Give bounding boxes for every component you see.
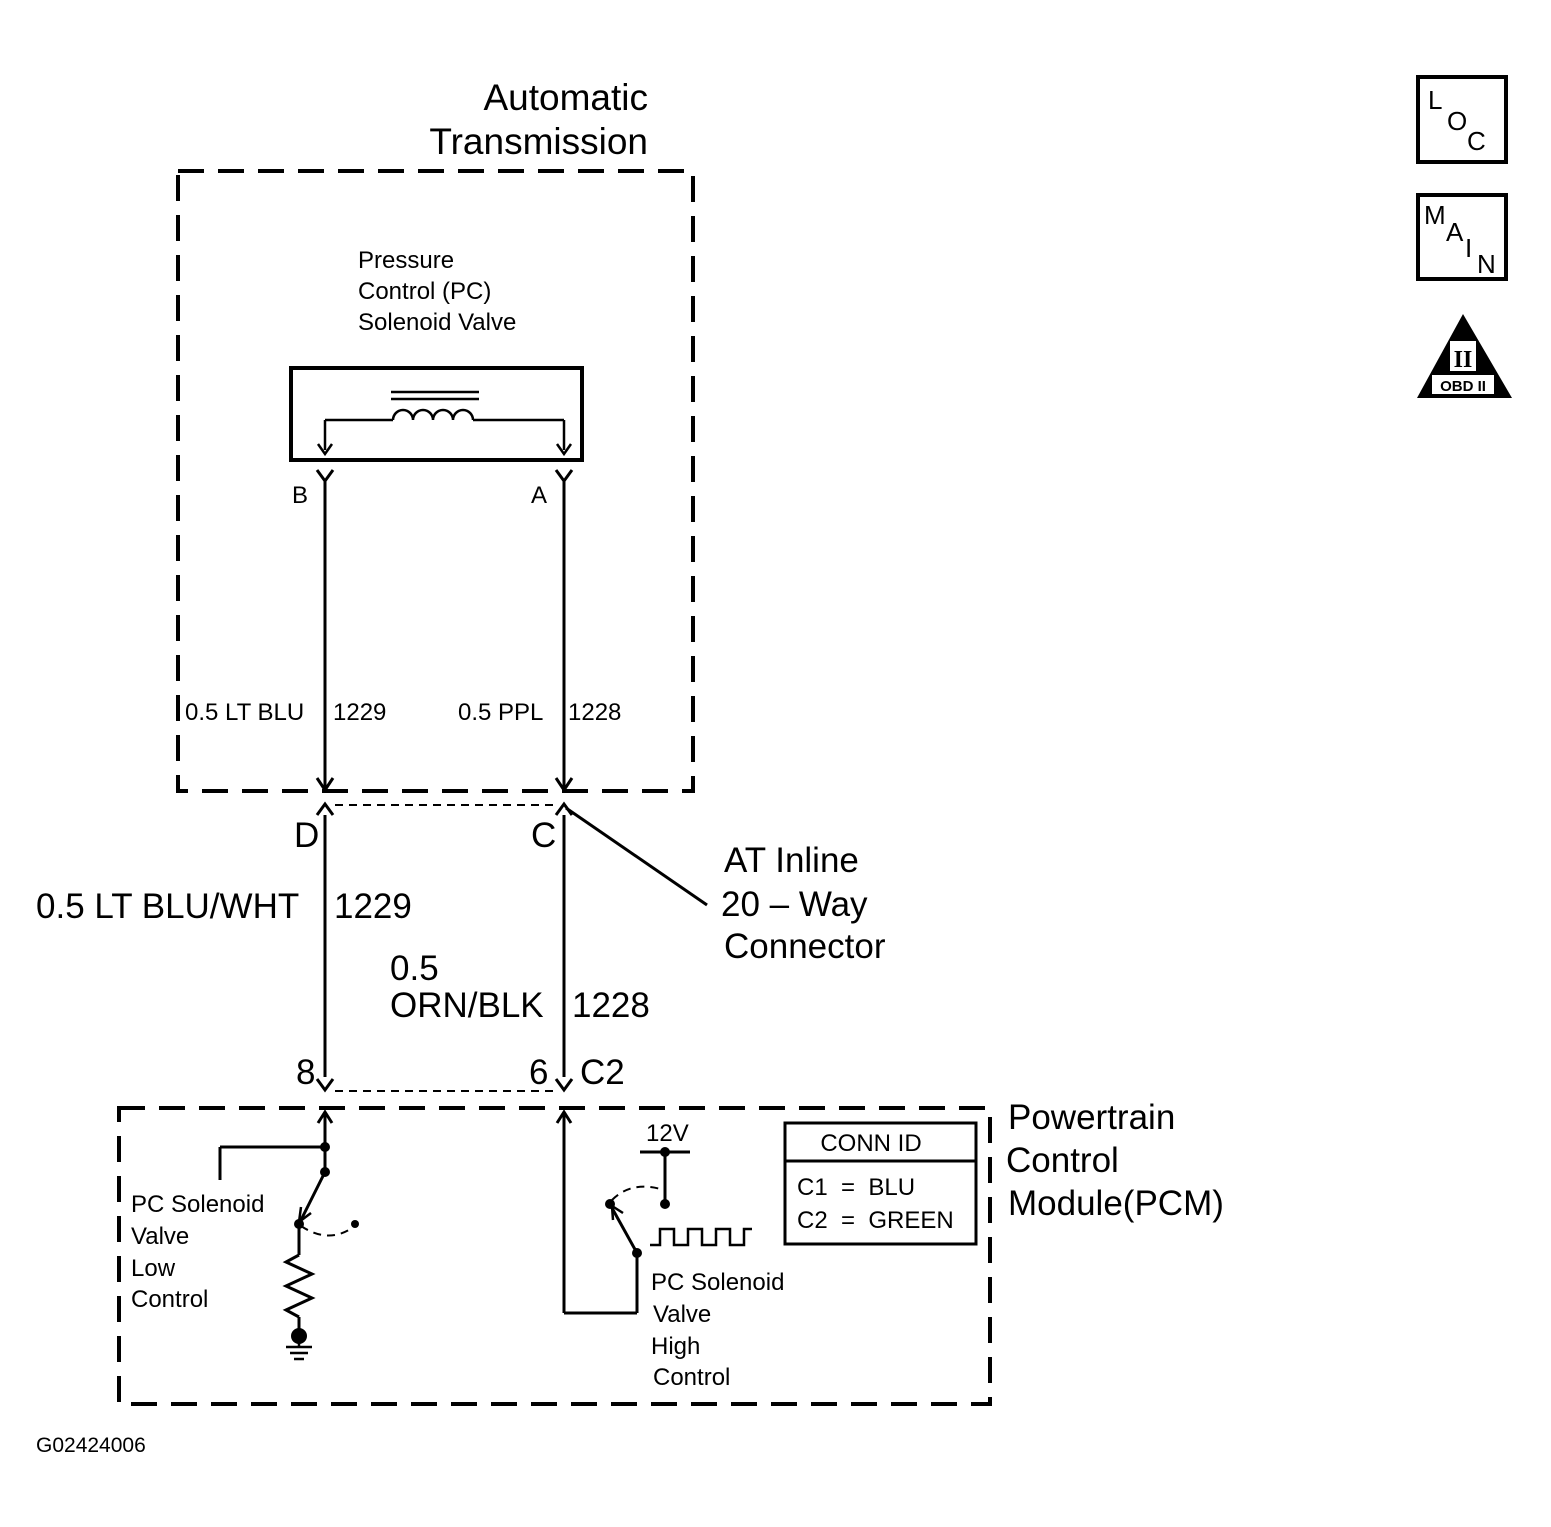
- high-control-label-line2: Valve: [653, 1301, 711, 1328]
- figure-id: G02424006: [36, 1434, 146, 1457]
- automatic-transmission-section: Automatic Transmission: [176, 77, 695, 793]
- connector-pin-c: C: [531, 816, 556, 855]
- wire-right-circuit-upper: 1228: [568, 699, 621, 726]
- low-control-circuit: PC Solenoid Valve Low Control: [131, 1109, 359, 1361]
- high-control-label-line3: High: [651, 1333, 700, 1360]
- terminal-a-connector-icon: [554, 469, 574, 484]
- pcm-title-line1: Powertrain: [1008, 1098, 1175, 1137]
- conn-id-row-c2: C2 = GREEN: [797, 1207, 954, 1234]
- solenoid-body: [289, 366, 584, 462]
- resistor-icon: [282, 1253, 316, 1319]
- loc-icon-letter-l: L: [1428, 85, 1442, 115]
- pcm-title-line3: Module(PCM): [1008, 1184, 1224, 1223]
- low-control-switch-icon: [299, 1171, 327, 1221]
- pcm-title-line2: Control: [1006, 1141, 1119, 1180]
- upper-wires: 0.5 LT BLU 1229 0.5 PPL 1228: [185, 481, 621, 793]
- loc-icon-letter-o: O: [1447, 106, 1467, 136]
- connector-d-icon: [315, 801, 335, 816]
- connector-label-line2: 20 – Way: [721, 885, 868, 924]
- pcm-connector-c2: 8 6 C2: [296, 1053, 625, 1093]
- low-control-label-line3: Low: [131, 1255, 176, 1282]
- high-control-switch-icon: [610, 1207, 639, 1254]
- conn-id-box: [783, 1121, 978, 1246]
- conn-id-row-c1: C1 = BLU: [797, 1174, 915, 1201]
- pcm-connector-c2-label: C2: [580, 1053, 625, 1092]
- wire-1228-arrow-icon: [554, 777, 574, 793]
- low-control-label-line2: Valve: [131, 1223, 189, 1250]
- connector-label-line1: AT Inline: [724, 841, 859, 880]
- pc-solenoid-valve: Pressure Control (PC) Solenoid Valve B A: [289, 247, 584, 509]
- wire-left-color-upper: 0.5 LT BLU: [185, 699, 304, 726]
- high-control-circuit: 12V PC Solenoid Valve High Control: [555, 1109, 784, 1391]
- inline-connector: D C AT Inline 20 – Way Connector: [294, 801, 886, 966]
- pcm-pin-6-label: 6: [529, 1053, 548, 1092]
- high-control-label-line1: PC Solenoid: [651, 1269, 784, 1296]
- loc-icon-letter-c: C: [1467, 126, 1486, 156]
- pcm-pin-8-label: 8: [296, 1053, 315, 1092]
- wire-1229-arrow-icon: [315, 777, 335, 793]
- terminal-b-label: B: [292, 482, 308, 509]
- main-icon-letter-n: N: [1477, 249, 1496, 279]
- low-control-label-line1: PC Solenoid: [131, 1191, 264, 1218]
- pcm-boundary: [117, 1106, 992, 1406]
- main-icon-letter-a: A: [1446, 217, 1464, 247]
- main-icon-letter-i: I: [1465, 233, 1472, 263]
- conn-id-table: CONN ID C1 = BLU C2 = GREEN: [783, 1121, 978, 1246]
- wire-left-color-lower: 0.5 LT BLU/WHT: [36, 887, 299, 926]
- high-control-arrow-icon: [555, 1109, 573, 1124]
- high-control-label-line4: Control: [653, 1364, 730, 1391]
- solenoid-label-line3: Solenoid Valve: [358, 309, 516, 336]
- low-control-arrow-icon: [316, 1109, 334, 1124]
- low-control-label-line4: Control: [131, 1286, 208, 1313]
- wire-left-circuit-upper: 1229: [333, 699, 386, 726]
- transmission-title-line1: Automatic: [483, 77, 648, 118]
- main-icon-letter-m: M: [1424, 200, 1446, 230]
- powertrain-control-module: Powertrain Control Module(PCM): [117, 1098, 1224, 1406]
- solenoid-label-line1: Pressure: [358, 247, 454, 274]
- obd-ii-text: OBD II: [1440, 378, 1486, 395]
- wire-right-color-lower-line1: 0.5: [390, 949, 439, 988]
- pcm-pin-6-icon: [554, 1078, 574, 1093]
- ground-icon: [286, 1342, 312, 1361]
- wire-left-circuit-lower: 1229: [334, 887, 412, 926]
- loc-icon[interactable]: L O C: [1416, 75, 1508, 164]
- transmission-title-line2: Transmission: [429, 121, 648, 162]
- transmission-boundary: [176, 169, 695, 793]
- obd-ii-numeral: II: [1454, 347, 1473, 373]
- conn-id-header: CONN ID: [820, 1130, 921, 1157]
- wire-right-circuit-lower: 1228: [572, 986, 650, 1025]
- lower-wires: 0.5 LT BLU/WHT 1229 0.5 ORN/BLK 1228: [36, 815, 650, 1077]
- pcm-pin-8-icon: [315, 1078, 335, 1093]
- supply-voltage-label: 12V: [646, 1120, 689, 1147]
- terminal-b-connector-icon: [315, 469, 335, 484]
- terminal-a-label: A: [531, 482, 547, 509]
- wire-right-color-lower-line2: ORN/BLK: [390, 986, 544, 1025]
- connector-pin-d: D: [294, 816, 319, 855]
- solenoid-label-line2: Control (PC): [358, 278, 491, 305]
- pwm-signal-icon: [650, 1227, 752, 1247]
- main-icon[interactable]: M A I N: [1416, 193, 1508, 281]
- obd-ii-icon[interactable]: II OBD II: [1417, 314, 1512, 398]
- solenoid-coil-icon: [316, 390, 573, 457]
- wire-right-color-upper: 0.5 PPL: [458, 699, 543, 726]
- connector-label-line3: Connector: [724, 927, 886, 966]
- connector-leader-line: [565, 806, 708, 907]
